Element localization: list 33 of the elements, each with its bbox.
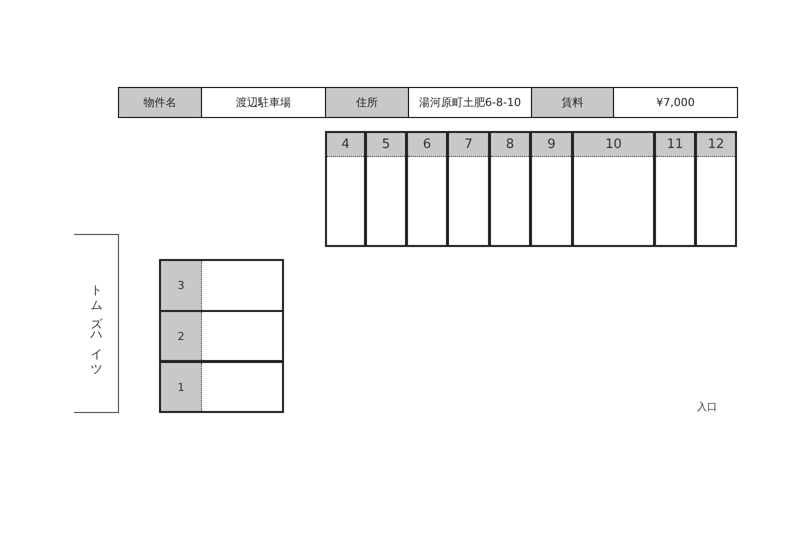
parking-space bbox=[406, 131, 448, 247]
entrance-label: 入口 bbox=[697, 400, 717, 414]
table-value-cell: 渡辺駐車場 bbox=[201, 87, 326, 118]
parking-space bbox=[159, 361, 284, 413]
space-number: 5 bbox=[367, 133, 405, 157]
building-name: トムズハイツ bbox=[88, 276, 104, 372]
space-number: 6 bbox=[408, 133, 446, 157]
space-number: 7 bbox=[449, 133, 488, 157]
table-header-cell: 物件名 bbox=[118, 87, 202, 118]
parking-space bbox=[489, 131, 531, 247]
space-number: 12 bbox=[697, 133, 735, 157]
table-header-cell: 住所 bbox=[325, 87, 409, 118]
parking-space bbox=[365, 131, 407, 247]
space-number: 4 bbox=[327, 133, 364, 157]
space-number: 1 bbox=[161, 363, 202, 411]
space-number: 9 bbox=[532, 133, 571, 157]
space-number: 8 bbox=[491, 133, 529, 157]
parking-space bbox=[654, 131, 696, 247]
parking-space bbox=[159, 310, 284, 362]
space-number: 2 bbox=[161, 312, 202, 360]
space-number: 10 bbox=[574, 133, 653, 157]
table-value-cell: ¥7,000 bbox=[613, 87, 738, 118]
parking-space bbox=[695, 131, 737, 247]
building-outline bbox=[74, 234, 119, 413]
parking-space bbox=[159, 259, 284, 312]
parking-space bbox=[530, 131, 573, 247]
parking-space bbox=[447, 131, 490, 247]
space-number: 3 bbox=[161, 261, 202, 310]
parking-space bbox=[325, 131, 366, 247]
parking-space bbox=[572, 131, 655, 247]
table-value-cell: 湯河原町土肥6-8-10 bbox=[408, 87, 532, 118]
space-number: 11 bbox=[656, 133, 694, 157]
table-header-cell: 賃料 bbox=[531, 87, 614, 118]
